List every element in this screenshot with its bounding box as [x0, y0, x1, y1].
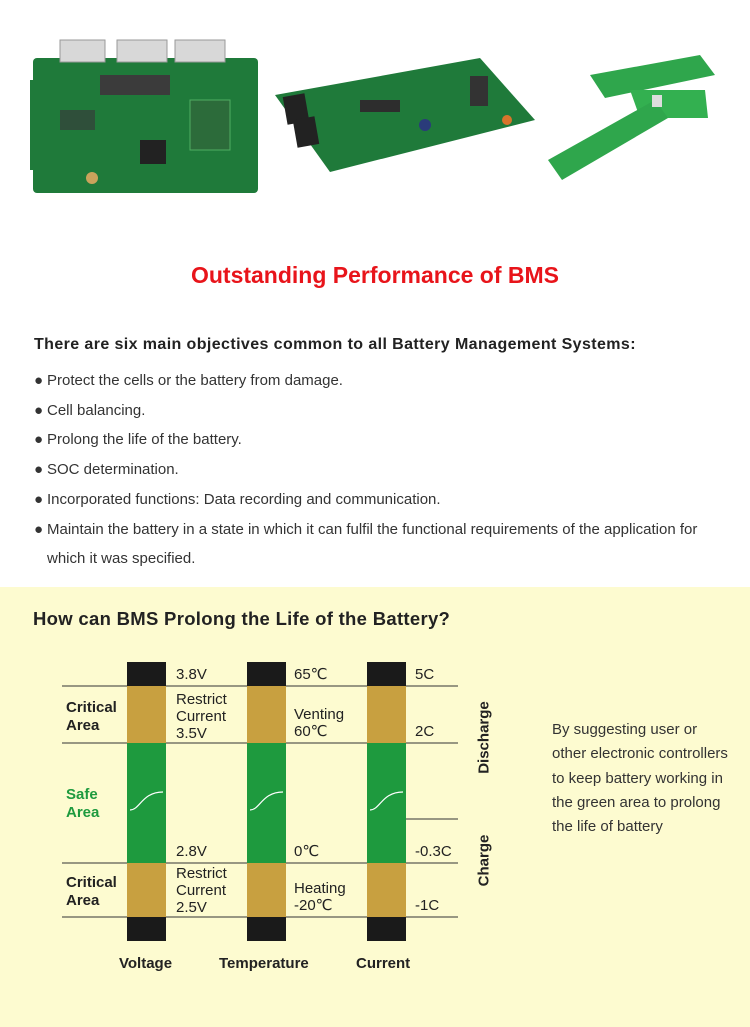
current-critical-bottom-zone: [367, 863, 406, 917]
objective-text: Protect the cells or the battery from da…: [47, 372, 343, 389]
bullet-icon: ●: [34, 401, 44, 419]
bullet-icon: ●: [34, 520, 44, 538]
objective-text: Incorporated functions: Data recording a…: [47, 490, 441, 508]
temperature-top-value: 65℃: [294, 666, 328, 683]
side-note: By suggesting user or other electronic c…: [552, 721, 728, 836]
objective-item: ●Protect the cells or the battery from d…: [34, 366, 724, 396]
current-over-zone: [367, 662, 406, 686]
current-safe-zone: [367, 743, 406, 863]
discharge-label: Discharge: [475, 701, 493, 774]
bullet-icon: ●: [34, 372, 44, 389]
safe-area-label: Safe Area: [66, 786, 100, 821]
voltage-critical-bottom-zone: [127, 863, 166, 917]
temperature-low-value: 0℃: [294, 843, 320, 860]
objective-item: ●Maintain the battery in a state in whic…: [34, 515, 724, 574]
temperature-heating-label: Heating -20℃: [294, 880, 346, 914]
charge-label: Charge: [475, 834, 493, 887]
objective-item: ●Cell balancing.: [34, 396, 724, 426]
bullet-icon: ●: [34, 461, 44, 479]
objectives-intro: There are six main objectives common to …: [34, 336, 636, 353]
voltage-restrict-bottom-label: Restrict Current 2.5V: [176, 865, 227, 916]
voltage-under-zone: [127, 917, 166, 941]
voltage-safe-zone: [127, 743, 166, 863]
current-top-value: 5C: [415, 666, 435, 683]
current-bar: [367, 662, 406, 941]
current-under-zone: [367, 917, 406, 941]
objective-text: Cell balancing.: [47, 401, 146, 419]
voltage-column-label: Voltage: [119, 955, 173, 972]
current-critical-top-zone: [367, 686, 406, 743]
bms-board-medium-image: [275, 58, 535, 172]
temperature-under-zone: [247, 917, 286, 941]
temperature-column-label: Temperature: [219, 955, 309, 972]
objective-item: ●Incorporated functions: Data recording …: [34, 485, 724, 515]
section-title: How can BMS Prolong the Life of the Batt…: [33, 608, 451, 629]
temperature-safe-zone: [247, 743, 286, 863]
page-title: Outstanding Performance of BMS: [190, 262, 560, 288]
temperature-bar: [247, 662, 286, 941]
objective-item: ●Prolong the life of the battery.: [34, 425, 724, 455]
objective-text: Maintain the battery in a state in which…: [47, 520, 698, 568]
bms-strip-boards-image: [548, 55, 715, 180]
critical-area-bottom-label: Critical Area: [66, 874, 117, 909]
voltage-over-zone: [127, 662, 166, 686]
objective-item: ●SOC determination.: [34, 455, 724, 485]
voltage-top-value: 3.8V: [176, 666, 207, 683]
voltage-critical-top-zone: [127, 686, 166, 743]
voltage-low-value: 2.8V: [176, 843, 207, 860]
current-discharge-limit-value: 2C: [415, 723, 435, 740]
objective-text: SOC determination.: [47, 461, 179, 479]
temperature-critical-bottom-zone: [247, 863, 286, 917]
bullet-icon: ●: [34, 431, 44, 449]
current-column-label: Current: [356, 955, 411, 972]
voltage-bar: [127, 662, 166, 941]
voltage-restrict-top-label: Restrict Current 3.5V: [176, 691, 227, 742]
current-bottom-value: -1C: [415, 897, 440, 914]
temperature-critical-top-zone: [247, 686, 286, 743]
temperature-over-zone: [247, 662, 286, 686]
objective-text: Prolong the life of the battery.: [47, 431, 242, 449]
product-photos: [30, 39, 715, 193]
objectives-list: ●Protect the cells or the battery from d…: [34, 366, 724, 574]
bullet-icon: ●: [34, 490, 44, 508]
bms-board-large-image: [30, 39, 258, 193]
critical-area-top-label: Critical Area: [66, 699, 117, 734]
current-charge-limit-value: -0.3C: [415, 843, 452, 860]
temperature-venting-label: Venting 60℃: [294, 706, 345, 740]
